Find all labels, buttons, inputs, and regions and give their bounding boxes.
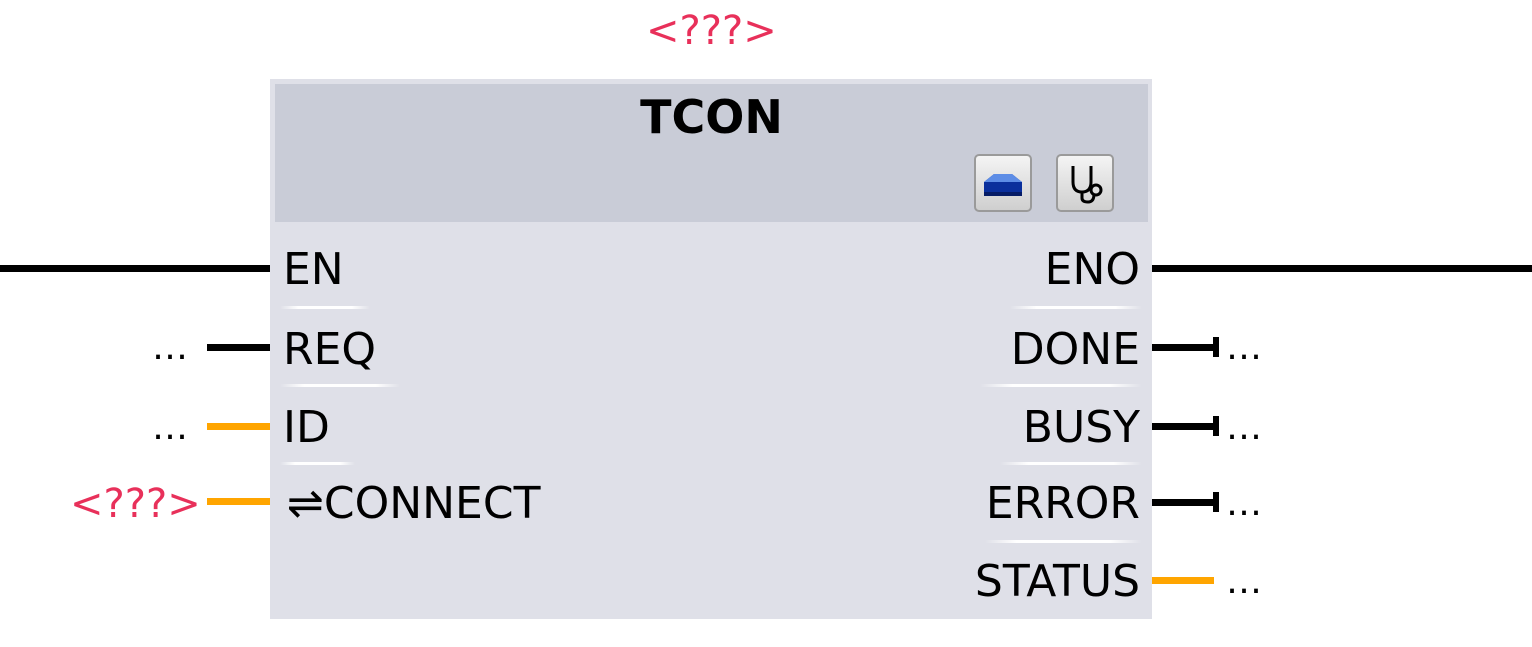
diagnostics-button[interactable]: [1056, 154, 1114, 212]
pin-separator: [980, 384, 1142, 387]
done-wire: [1152, 344, 1214, 351]
req-wire: [207, 344, 270, 351]
pin-separator: [1000, 462, 1142, 465]
instance-name-placeholder[interactable]: <???>: [646, 8, 777, 54]
pin-req[interactable]: REQ: [283, 324, 377, 375]
pin-status[interactable]: STATUS: [974, 556, 1140, 607]
pin-busy[interactable]: BUSY: [1022, 402, 1140, 453]
error-wire-end: [1213, 492, 1219, 512]
pin-connect[interactable]: ⇌CONNECT: [287, 478, 541, 529]
id-operand[interactable]: …: [152, 407, 188, 448]
connect-operand-placeholder[interactable]: <???>: [70, 481, 201, 527]
stethoscope-icon: [1071, 166, 1103, 204]
pin-separator: [280, 384, 400, 387]
open-block-button[interactable]: [974, 154, 1032, 212]
error-operand[interactable]: …: [1226, 483, 1262, 524]
block-title: TCON: [640, 90, 783, 144]
pin-separator: [1010, 306, 1142, 309]
status-wire: [1152, 577, 1214, 584]
done-wire-end: [1213, 337, 1219, 357]
connect-wire: [207, 498, 270, 505]
pin-error[interactable]: ERROR: [985, 478, 1140, 529]
pin-separator: [280, 462, 355, 465]
eno-power-wire[interactable]: [1152, 265, 1532, 272]
done-operand[interactable]: …: [1226, 327, 1262, 368]
req-operand[interactable]: …: [152, 327, 188, 368]
pin-en[interactable]: EN: [283, 244, 344, 295]
tray-blue-icon: [984, 174, 1022, 196]
pin-eno[interactable]: ENO: [1044, 244, 1140, 295]
busy-wire: [1152, 423, 1214, 430]
en-power-wire[interactable]: [0, 265, 270, 272]
pin-done[interactable]: DONE: [1010, 324, 1140, 375]
busy-operand[interactable]: …: [1226, 407, 1262, 448]
pin-separator: [985, 540, 1142, 543]
error-wire: [1152, 499, 1214, 506]
status-operand[interactable]: …: [1226, 561, 1262, 602]
pin-separator: [280, 306, 370, 309]
id-wire: [207, 423, 270, 430]
pin-id[interactable]: ID: [283, 402, 330, 453]
busy-wire-end: [1213, 416, 1219, 436]
